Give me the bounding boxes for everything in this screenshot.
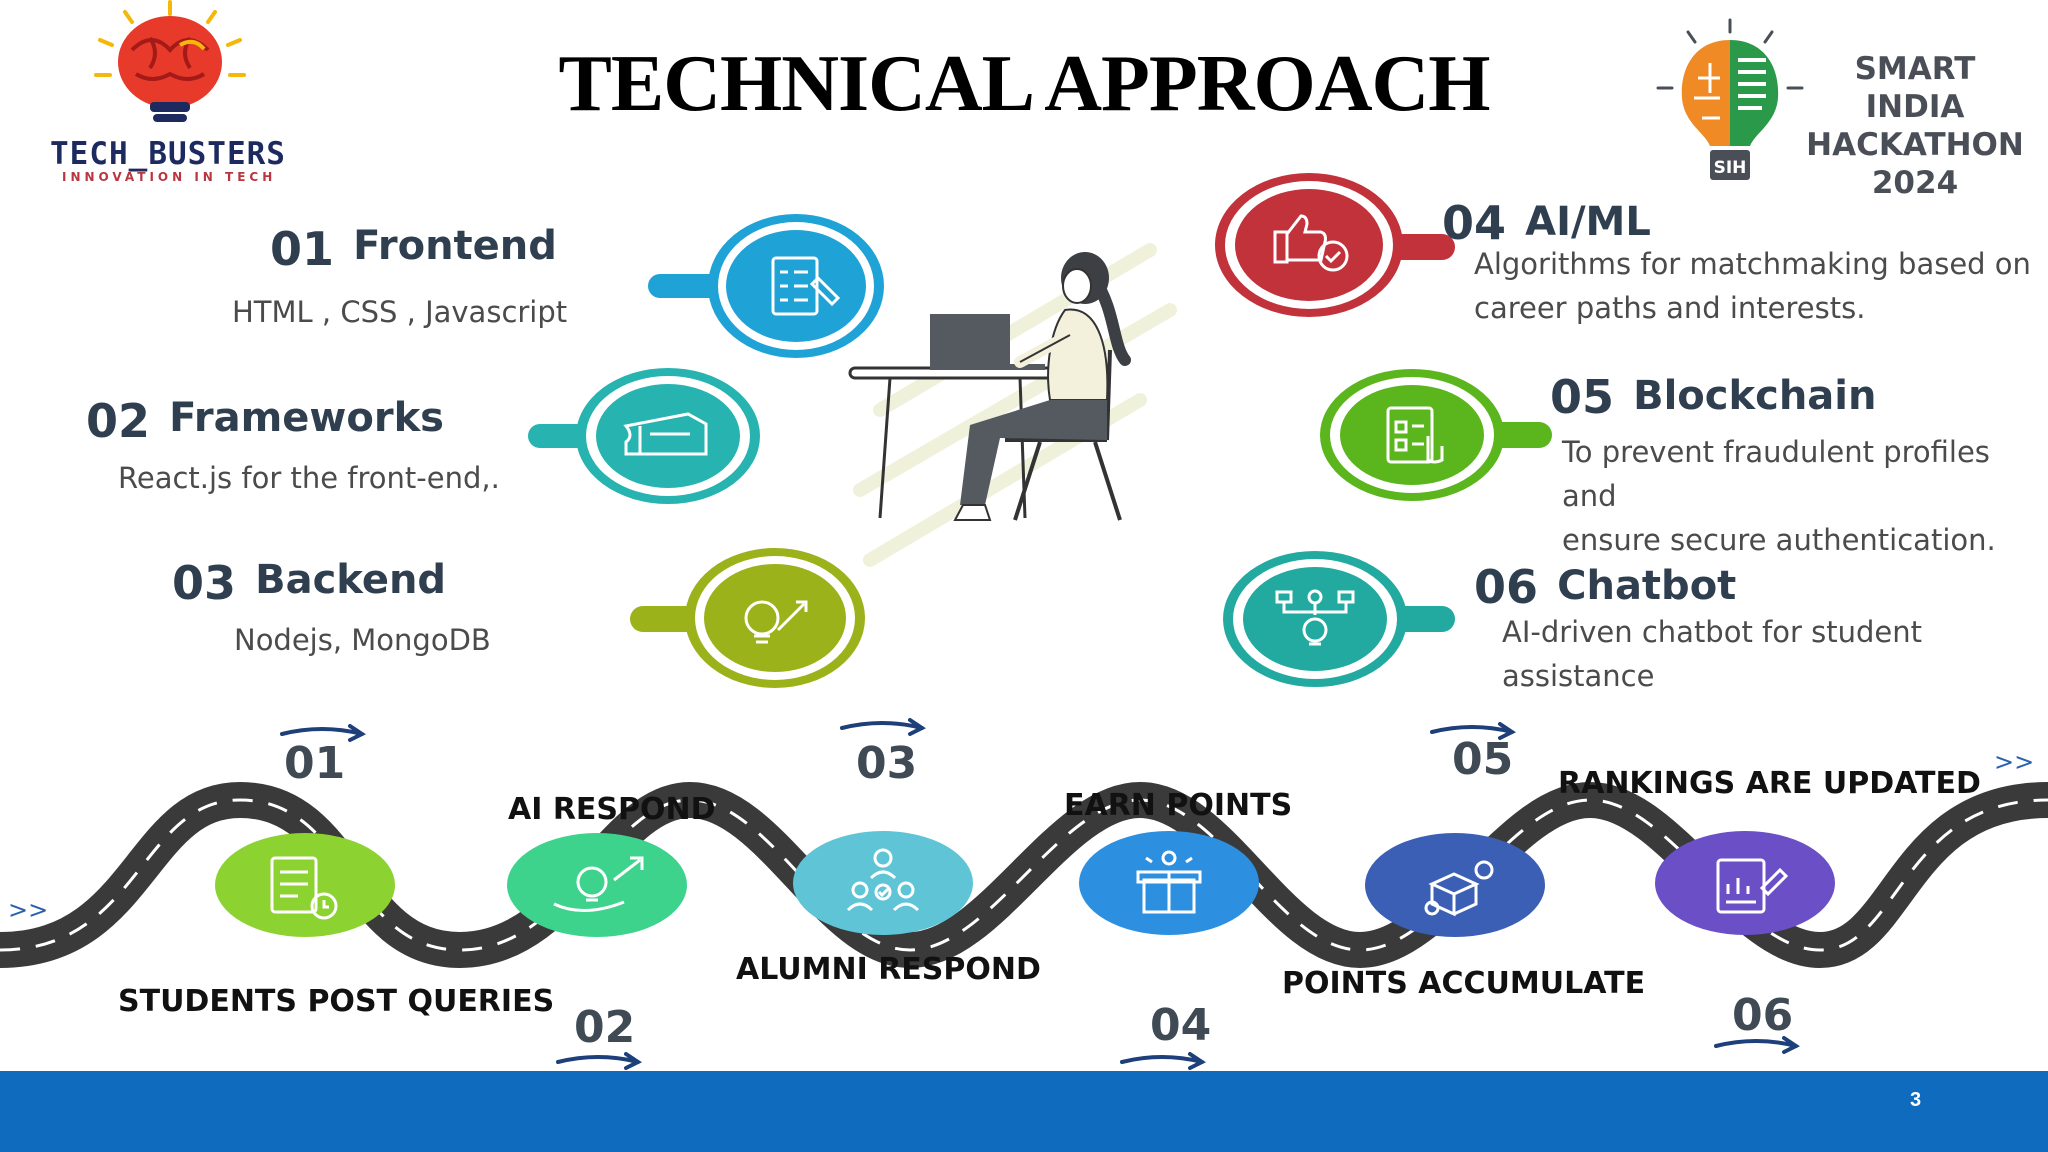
- road-arrows: [280, 718, 1800, 1070]
- frontend-badge: [648, 214, 884, 358]
- box-gear-icon: [1424, 860, 1494, 917]
- sih-logo: SIH: [1656, 18, 1804, 180]
- hackathon-line-3: 2024: [1871, 165, 1959, 201]
- tech-title: Chatbot: [1557, 563, 1737, 609]
- hackathon-line-2: HACKATHON: [1806, 127, 2024, 163]
- step-number-05: 05: [1452, 734, 1514, 785]
- desc-line: To prevent fraudulent profiles and: [1562, 435, 1990, 513]
- desc-line: Algorithms for matchmaking based on: [1474, 247, 2031, 281]
- tech-item-backend: 03 Backend: [172, 556, 446, 610]
- tech-title: AI/ML: [1525, 199, 1651, 245]
- step-1-circle: [215, 833, 395, 937]
- backend-badge: [630, 548, 865, 688]
- ticket-icon: [623, 412, 708, 456]
- tech-number: 01: [270, 222, 335, 276]
- tech-desc-blockchain: To prevent fraudulent profiles and ensur…: [1562, 430, 2048, 562]
- tech-number: 02: [86, 394, 151, 448]
- blockchain-badge: [1320, 369, 1552, 501]
- page-number: 3: [1910, 1089, 1922, 1111]
- step-number-06: 06: [1732, 990, 1794, 1041]
- desc-line: career paths and interests.: [1474, 291, 1866, 325]
- team-name: TECH_BUSTERS: [50, 136, 286, 172]
- hackathon-line-1: SMART INDIA: [1854, 51, 1976, 125]
- idea-growth-icon: [744, 600, 808, 644]
- sih-badge-text: SIH: [1714, 158, 1747, 178]
- step-label-04: EARN POINTS: [1064, 788, 1293, 823]
- idea-hand-icon: [553, 856, 644, 913]
- step-label-01: STUDENTS POST QUERIES: [118, 984, 555, 1019]
- ai-ml-badge: [1215, 173, 1455, 317]
- tech-number: 05: [1550, 370, 1615, 424]
- tech-desc-ai-ml: Algorithms for matchmaking based on care…: [1474, 242, 2031, 330]
- tech-item-chatbot: 06 Chatbot: [1474, 560, 1736, 614]
- tech-item-blockchain: 05 Blockchain: [1550, 370, 1876, 424]
- tech-number: 04: [1442, 196, 1507, 250]
- team-check-icon: [846, 848, 920, 912]
- step-5-circle: [1365, 833, 1545, 937]
- sih-bulb-icon: [1656, 18, 1804, 180]
- checklist-icon: [771, 256, 841, 316]
- tech-title: Backend: [255, 557, 447, 603]
- person-at-desk-illustration: [848, 252, 1131, 521]
- step-3-circle: [793, 831, 973, 935]
- tech-title: Frontend: [353, 223, 557, 269]
- step-number-02: 02: [574, 1002, 636, 1053]
- road-marker-right: >>: [1994, 748, 2034, 776]
- tech-desc-frameworks: React.js for the front-end,.: [118, 461, 500, 495]
- lightbulb-brain-icon: [94, 0, 246, 122]
- team-tagline: INNOVATION IN TECH: [62, 170, 277, 184]
- tech-title: Blockchain: [1633, 373, 1877, 419]
- tech-desc-frontend: HTML , CSS , Javascript: [232, 295, 568, 329]
- step-4-circle: [1079, 831, 1259, 935]
- step-label-02: AI RESPOND: [508, 792, 716, 827]
- footer-bar: [0, 1071, 2048, 1152]
- tech-number: 03: [172, 556, 237, 610]
- step-number-03: 03: [856, 738, 918, 789]
- page-title: TECHNICAL APPROACH: [558, 40, 1491, 128]
- tech-busters-logo: [94, 0, 246, 122]
- document-touch-icon: [1386, 406, 1444, 464]
- desc-line: assistance: [1502, 659, 1655, 693]
- tech-item-frameworks: 02 Frameworks: [86, 394, 444, 448]
- desc-line: ensure secure authentication.: [1562, 523, 1996, 557]
- step-label-03: ALUMNI RESPOND: [736, 952, 1041, 987]
- report-chart-icon: [1716, 858, 1789, 914]
- step-number-01: 01: [284, 738, 346, 789]
- chatbot-badge: [1223, 551, 1455, 687]
- thumbs-up-check-icon: [1273, 214, 1349, 272]
- step-number-04: 04: [1150, 1000, 1212, 1051]
- frameworks-badge: [528, 368, 760, 504]
- tech-item-ai-ml: 04 AI/ML: [1442, 196, 1651, 250]
- task-clock-icon: [270, 856, 338, 920]
- gift-box-icon: [1136, 850, 1202, 914]
- tech-item-frontend: 01 Frontend: [270, 222, 557, 276]
- tech-desc-backend: Nodejs, MongoDB: [234, 623, 491, 657]
- tech-title: Frameworks: [169, 395, 444, 441]
- step-6-circle: [1655, 831, 1835, 935]
- tech-desc-chatbot: AI-driven chatbot for student assistance: [1502, 610, 1922, 698]
- step-label-06: RANKINGS ARE UPDATED: [1558, 766, 1981, 801]
- step-2-circle: [507, 833, 687, 937]
- step-label-05: POINTS ACCUMULATE: [1282, 966, 1646, 1001]
- road-marker-left: >>: [8, 896, 48, 924]
- desc-line: AI-driven chatbot for student: [1502, 615, 1923, 649]
- hackathon-title: SMART INDIA HACKATHON 2024: [1800, 50, 2030, 202]
- tech-number: 06: [1474, 560, 1539, 614]
- network-bulb-icon: [1275, 589, 1355, 646]
